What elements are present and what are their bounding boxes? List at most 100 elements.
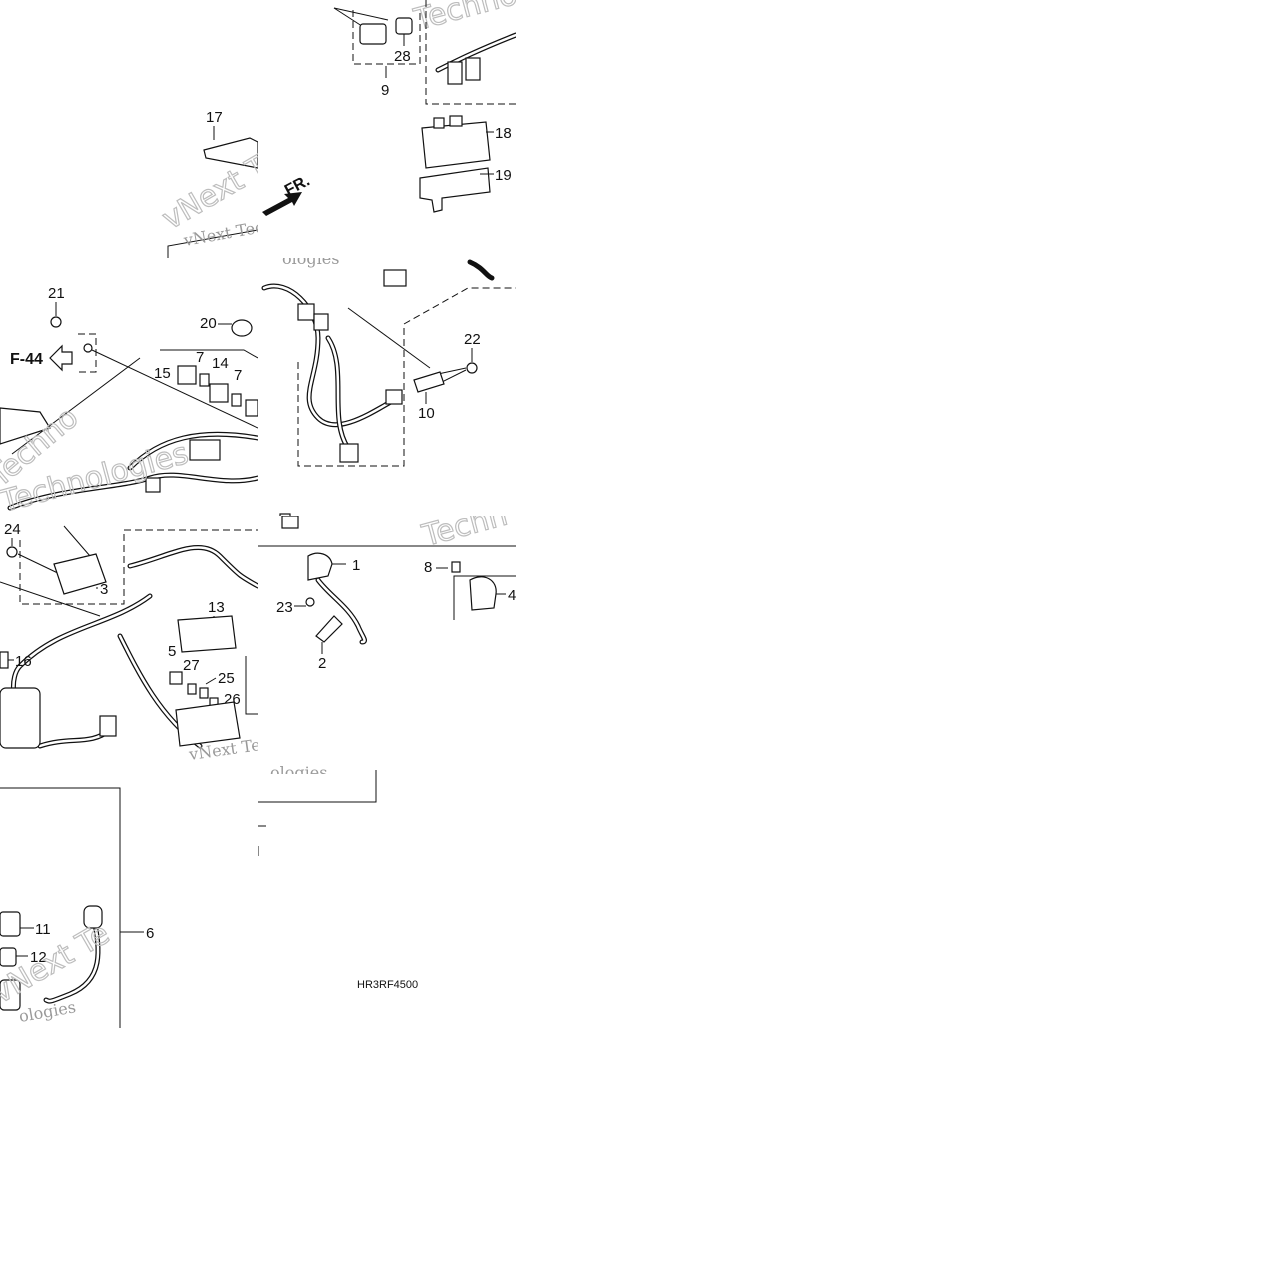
diagram-code: HR3RF4500 — [357, 979, 418, 991]
connector-part — [359, 23, 387, 45]
relay-part — [0, 911, 21, 937]
bolt-part — [6, 546, 18, 558]
callout-19: 19 — [495, 167, 512, 184]
harness-cluster-part — [0, 687, 41, 749]
cap-part — [395, 17, 413, 35]
callout-20: 20 — [200, 315, 217, 332]
callout-24: 24 — [4, 521, 21, 538]
fuse-box-part — [175, 701, 241, 747]
bolt-part — [466, 362, 478, 374]
fuse-part — [187, 683, 197, 695]
callout-22: 22 — [464, 331, 481, 348]
relay-part — [0, 947, 17, 967]
callout-15: 15 — [154, 365, 171, 382]
connector-part — [281, 516, 299, 529]
callout-25: 25 — [218, 670, 235, 687]
connector-part — [0, 651, 9, 669]
connector-part — [99, 715, 117, 737]
connector-part — [449, 115, 463, 127]
tile-middle-left-drawing: 21 F-44 20 15 7 14 7 — [0, 285, 258, 516]
tile-middle-center-drawing: ologies 22 10 — [261, 258, 516, 516]
callout-3: 3 — [100, 581, 108, 598]
callout-2: 2 — [318, 655, 326, 672]
sensor-part — [413, 371, 445, 393]
callout-21: 21 — [48, 285, 65, 302]
connector-part — [339, 443, 359, 463]
connector-part — [465, 57, 481, 81]
callout-14: 14 — [212, 355, 229, 372]
fuse-part — [169, 671, 183, 685]
tile-top-right-drawing: Techno 28 9 18 19 — [262, 0, 516, 216]
reference-page-label: F-44 — [10, 351, 43, 368]
callout-5: 5 — [168, 643, 176, 660]
tile-upper-left: 17 vNext Tec vNext Te — [0, 0, 258, 258]
clip-part — [451, 561, 461, 573]
callout-18: 18 — [495, 125, 512, 142]
condenser-part — [469, 576, 497, 611]
bracket-part — [419, 167, 491, 213]
bolt-part — [305, 597, 315, 607]
tile-lower-left-drawing: 24 3 16 13 5 — [0, 521, 258, 764]
callout-4: 4 — [508, 587, 516, 604]
relay-part — [177, 365, 197, 385]
fuse-part — [199, 373, 210, 387]
reference-arrow-icon — [49, 344, 73, 372]
module-part — [0, 407, 51, 445]
connector-part — [383, 269, 407, 287]
bolt-part — [50, 316, 62, 328]
fuse-part — [199, 687, 209, 699]
callout-23: 23 — [276, 599, 293, 616]
tile-lower-left: 24 3 16 13 5 — [0, 516, 258, 770]
watermark: ologies — [282, 258, 339, 268]
callout-10: 10 — [418, 405, 435, 422]
callout-6: 6 — [146, 925, 154, 942]
relay-part — [0, 979, 21, 1011]
connector-part — [313, 313, 329, 331]
callout-28: 28 — [394, 48, 411, 65]
control-unit-part — [421, 121, 491, 169]
callout-13: 13 — [208, 599, 225, 616]
relay-part — [209, 383, 229, 403]
connector-part — [279, 513, 291, 516]
callout-12: 12 — [30, 949, 47, 966]
callout-1: 1 — [352, 557, 360, 574]
spark-plug-cap-part — [315, 615, 343, 643]
callout-16: 16 — [15, 653, 32, 670]
callout-17: 17 — [206, 109, 223, 126]
connector-part — [297, 303, 315, 321]
watermark: Techn — [418, 516, 511, 554]
terminal-part — [83, 905, 103, 929]
callout-9: 9 — [381, 82, 389, 99]
connector-part — [433, 117, 445, 129]
tile-bottom-left-drawing: 11 12 6 vNext Te ologies — [0, 787, 154, 1028]
callout-11: 11 — [35, 921, 51, 938]
callout-7a: 7 — [196, 349, 204, 366]
tile-top-right: Techno 28 9 18 19 — [258, 0, 516, 258]
connector-part — [447, 61, 463, 85]
callout-7b: 7 — [234, 367, 242, 384]
front-arrow-icon — [262, 192, 302, 216]
tile-upper-left-drawing: 17 vNext Tec vNext Te — [156, 109, 258, 258]
connector-part — [145, 477, 161, 493]
cover-part — [203, 137, 258, 169]
fuse-box-part — [189, 439, 221, 461]
callout-27: 27 — [183, 657, 200, 674]
connector-part — [385, 389, 403, 405]
tile-bottom-center-drawing: HR3RF4500 — [258, 770, 418, 991]
tile-lower-center-drawing: Techn 1 23 2 8 4 ologies — [258, 516, 516, 774]
clamp-part — [231, 319, 253, 337]
watermark: ologies — [17, 997, 77, 1026]
tile-lower-center: Techn 1 23 2 8 4 ologies — [258, 516, 516, 774]
terminal-part — [83, 343, 93, 353]
tile-bottom-left: 11 12 6 vNext Te ologies — [0, 770, 258, 1028]
relay-part — [245, 399, 258, 417]
tile-middle-left: 21 F-44 20 15 7 14 7 — [0, 258, 258, 516]
fuse-part — [231, 393, 242, 407]
tile-middle-center: ologies 22 10 — [258, 258, 516, 516]
watermark: ologies — [270, 763, 327, 774]
fuse-box-part — [177, 615, 237, 653]
callout-8: 8 — [424, 559, 432, 576]
ignition-coil-part — [307, 552, 333, 581]
control-unit-part — [53, 553, 107, 595]
